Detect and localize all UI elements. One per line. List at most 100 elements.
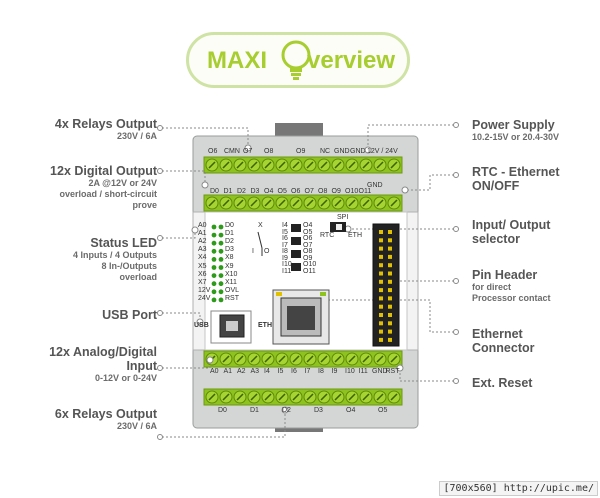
header-pin (388, 337, 392, 342)
io-label-right: O11 (303, 267, 316, 275)
header-pin (379, 230, 383, 234)
bottom-pin-label-2: D3 (314, 407, 323, 414)
led-label-right: X9 (225, 262, 234, 270)
led-label-right: D3 (225, 246, 234, 254)
top-pin-label-1: GND (334, 148, 350, 155)
label-pin-header: Pin Header for direct Processor contact (472, 268, 551, 303)
header-pin (379, 313, 383, 317)
usb-label: USB (194, 322, 209, 329)
led (211, 232, 217, 238)
header-pin (388, 279, 392, 284)
led (218, 248, 224, 254)
terminal-row-bottom-2 (203, 388, 403, 406)
bottom-pin-label-2: D1 (250, 407, 259, 414)
bottom-pin-label-1: I4 (264, 368, 270, 375)
header-pin (379, 288, 383, 293)
led-label-left: X4 (198, 254, 207, 262)
led-label-right: X8 (225, 254, 234, 262)
led (218, 273, 224, 278)
io-switch (291, 250, 301, 258)
led-label-left: X6 (198, 270, 207, 278)
led-label-left: X5 (198, 262, 207, 270)
led-label-left: A0 (198, 222, 207, 229)
relay-symbol (257, 231, 263, 256)
bottom-pin-label-1: I9 (331, 368, 338, 375)
led (218, 281, 224, 287)
label-12x-digital-output: 12x Digital Output 2A @12V or 24V overlo… (50, 164, 157, 210)
header-pin (388, 329, 392, 334)
bottom-pin-label-1: A0 (210, 368, 219, 375)
led (211, 289, 217, 295)
led (211, 257, 217, 262)
terminal-row-bottom-1 (203, 350, 403, 368)
header-pin (388, 296, 392, 301)
led (218, 240, 224, 246)
relay-mark: I (252, 248, 254, 255)
label-rtc-ethernet: RTC - Ethernet ON/OFF (472, 165, 560, 193)
top-pin-label-2: D2 (237, 188, 246, 195)
header-pin (388, 321, 392, 326)
top-pin-label-1: O8 (264, 148, 274, 155)
label-usb-port: USB Port (102, 308, 157, 322)
header-pin (388, 230, 392, 234)
relay-mark: O (264, 248, 270, 255)
led-label-right: D0 (225, 222, 234, 229)
terminal-blocks (203, 156, 403, 406)
bottom-pin-label-1: I5 (277, 368, 284, 375)
top-mount-clip (275, 123, 323, 139)
title-maxi: MAXI (207, 47, 267, 74)
bottom-pin-label-1: RST (385, 368, 400, 375)
leader-endpoints (157, 122, 459, 440)
header-pin (388, 254, 392, 259)
bottom-pin-label-1: GND (372, 368, 388, 375)
bottom-pin-label-2: O5 (378, 407, 388, 414)
led (218, 265, 224, 270)
top-gnd-label: GND (367, 182, 383, 189)
bottom-pin-label-1: I8 (318, 368, 324, 375)
top-pin-label-1: NC (320, 148, 331, 155)
label-power-supply: Power Supply 10.2-15V or 20.4-30V (472, 118, 560, 142)
header-pin (388, 271, 392, 276)
terminal-row-top-2 (203, 194, 403, 212)
io-label-right: O4 (303, 222, 313, 229)
led-label-right: X10 (225, 270, 238, 278)
header-pin (388, 263, 392, 268)
diagram-title: MAXI verview (186, 32, 410, 88)
io-label-right: O6 (303, 235, 313, 242)
io-label-left: I7 (282, 241, 288, 249)
bottom-pin-label-2: O4 (346, 407, 356, 414)
led (211, 248, 217, 254)
top-pin-label-1: 12V / 24V (367, 148, 398, 155)
top-pin-label-1: GND (350, 148, 366, 155)
bottom-pin-label-1: I11 (358, 368, 368, 375)
led (211, 240, 217, 246)
io-label-right: O8 (303, 248, 313, 255)
led-label-right: D1 (225, 230, 234, 238)
io-label-left: I11 (282, 267, 292, 275)
top-pin-label-2: D3 (250, 188, 260, 195)
led (218, 232, 224, 238)
header-pin (388, 246, 392, 251)
bottom-pin-label-1: I10 (345, 368, 355, 375)
label-4x-relays-output: 4x Relays Output 230V / 6A (54, 117, 157, 141)
io-label-right: O9 (303, 254, 313, 262)
led-label-left: A1 (198, 230, 207, 238)
image-host-footer: [700x560] http://upic.me/ (439, 481, 598, 496)
io-switch (291, 263, 301, 271)
spi-label: SPI (337, 214, 349, 221)
led-label-left: 12V (198, 286, 211, 294)
led-label-right: RST (225, 294, 239, 302)
top-pin-label-2: O6 (291, 188, 301, 195)
header-pin (388, 304, 392, 309)
led (211, 273, 217, 278)
top-pin-label-2: O10 (345, 188, 359, 195)
io-label-right: O10 (303, 261, 317, 268)
label-analog-digital-input: 12x Analog/Digital Input 0-12V or 0-24V (49, 345, 157, 383)
label-ethernet-connector: Ethernet Connector (472, 327, 535, 355)
bottom-pin-label-2: D2 (282, 407, 291, 414)
eth-switch-label: ETH (348, 232, 362, 239)
relay-mark: X (258, 222, 263, 229)
led (218, 224, 224, 230)
io-label-right: O7 (303, 241, 313, 249)
